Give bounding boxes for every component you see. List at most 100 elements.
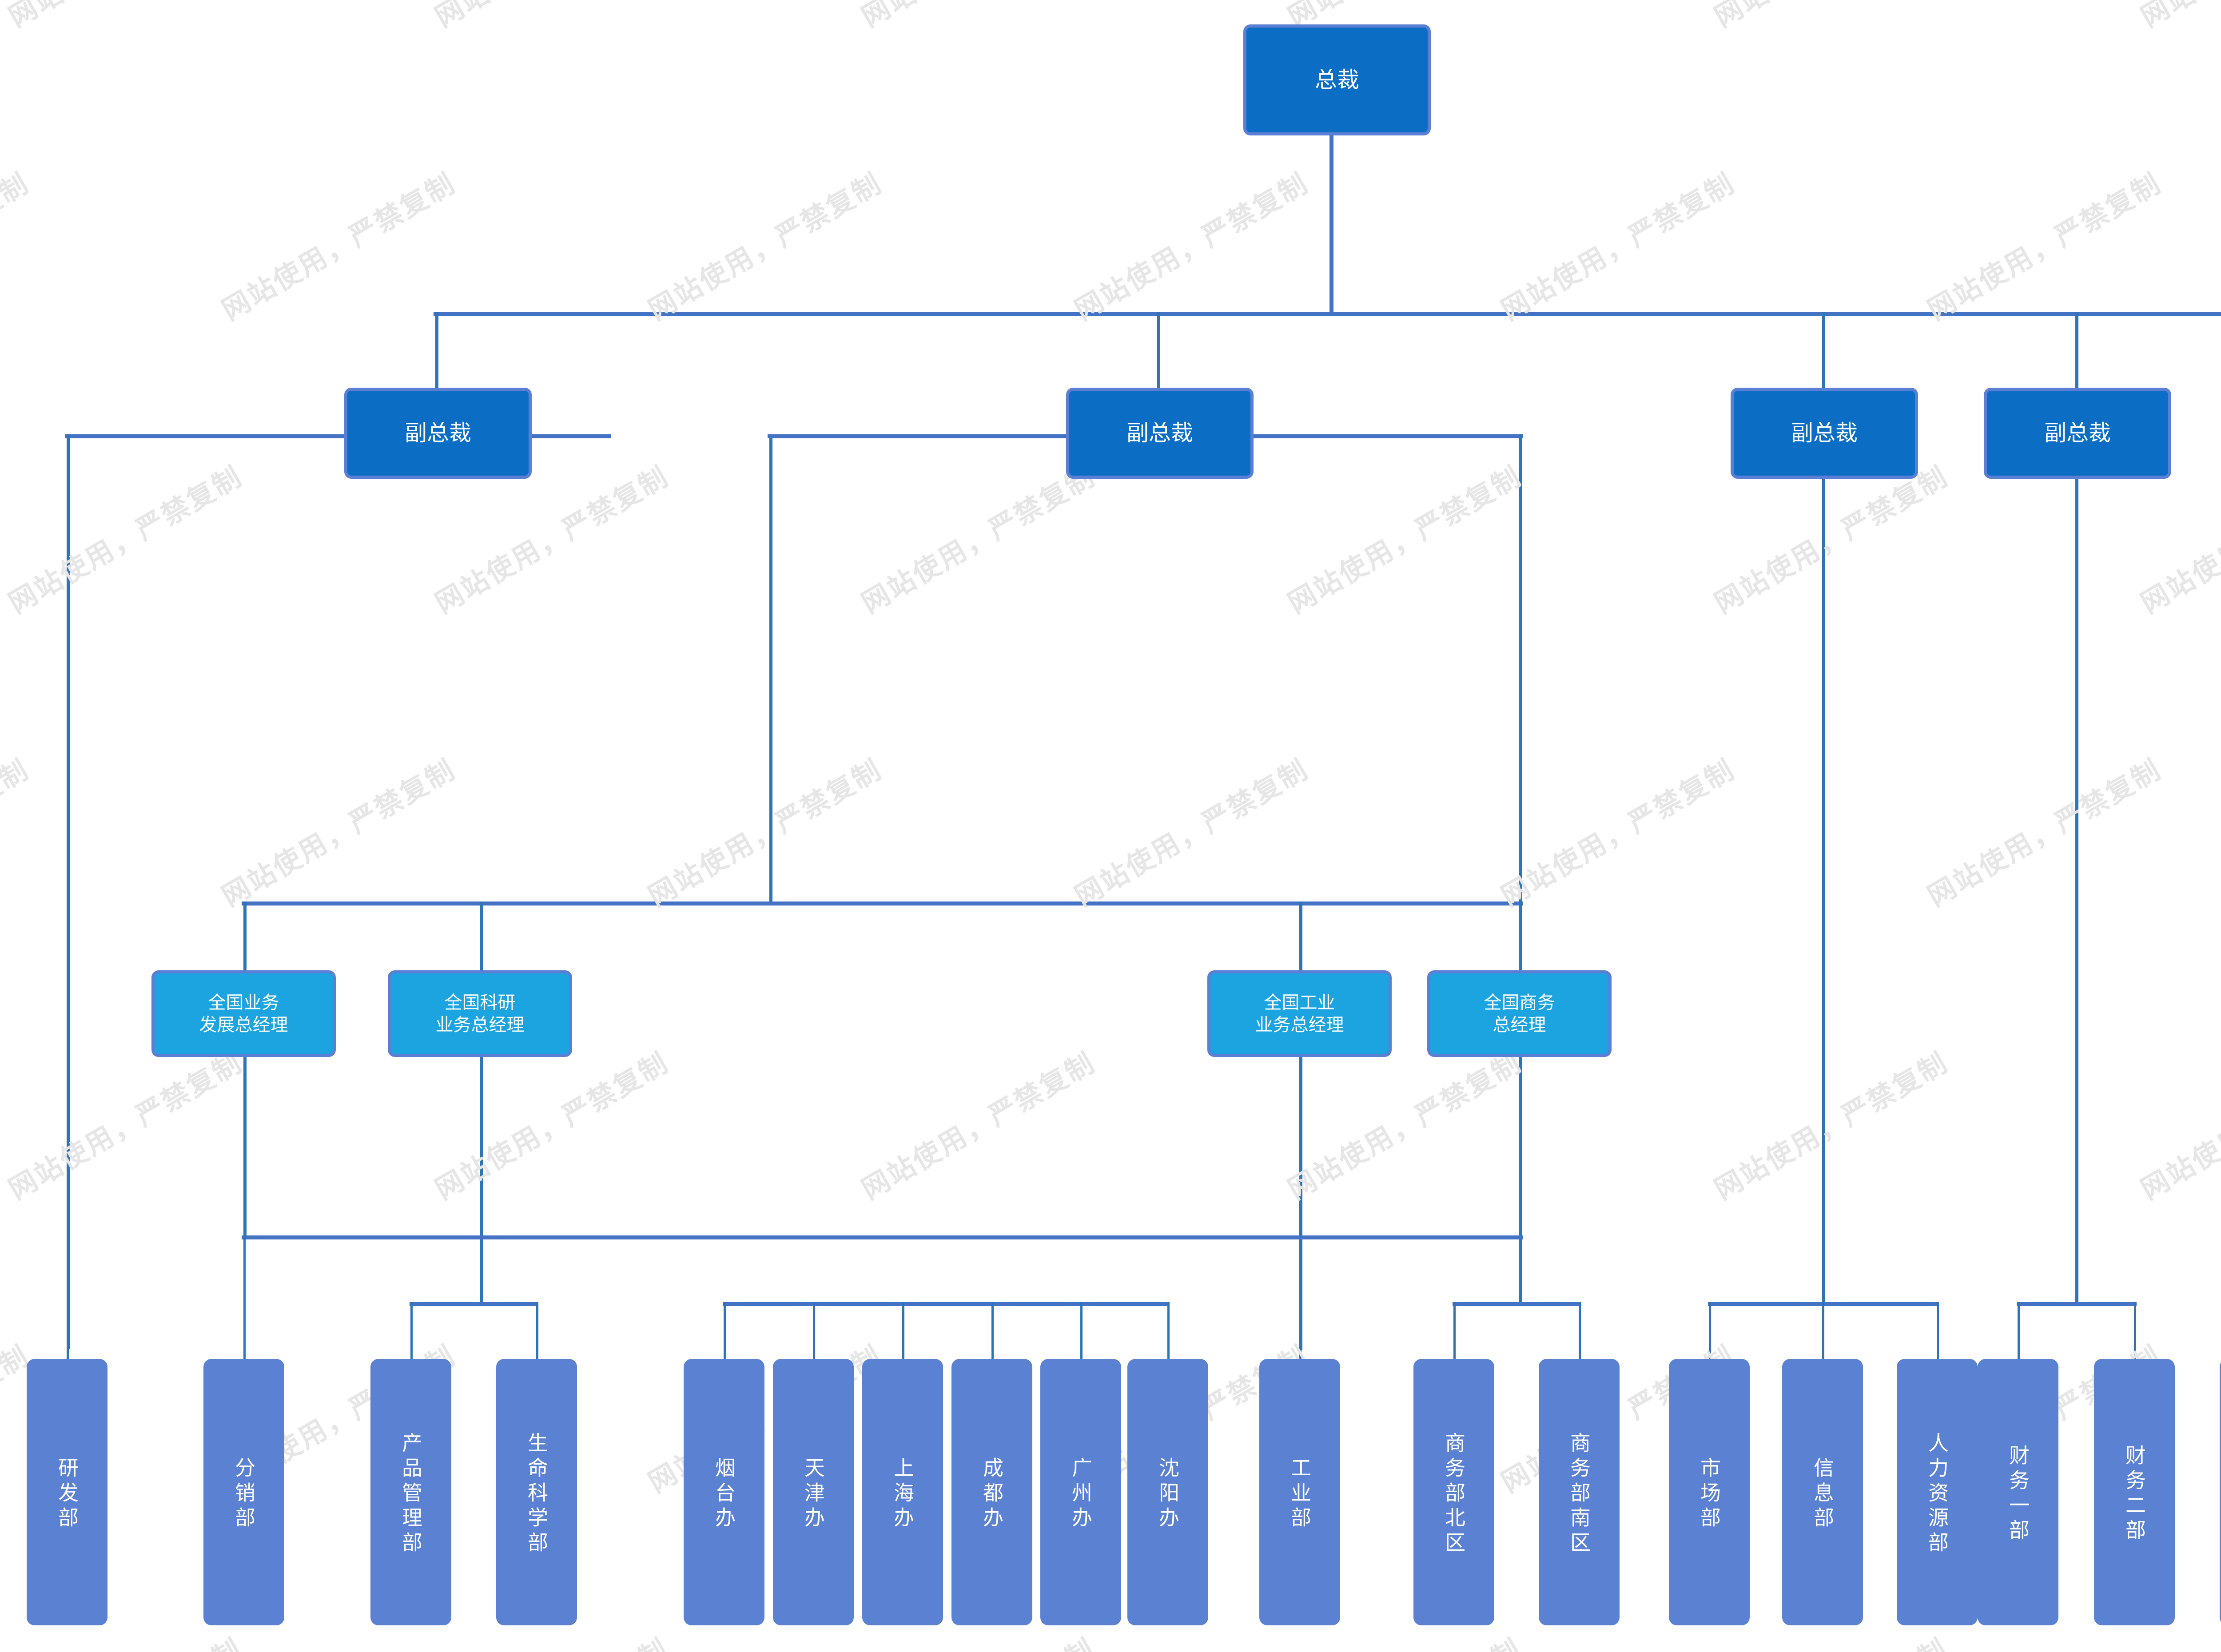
- connector-vp1-far-left: [67, 434, 70, 1349]
- connector-bridge-commerce: [1453, 1302, 1581, 1306]
- watermark-text: 网站使用，严禁复制: [0, 0, 248, 35]
- node-department-distribution[interactable]: 分销部: [203, 1359, 284, 1625]
- department-label-yantai: 烟台办: [712, 1457, 736, 1532]
- node-vice-president-3[interactable]: 副总裁: [1731, 388, 1918, 479]
- connector-vp1-inner: [769, 434, 772, 905]
- watermark-text: 网站使用，严禁复制: [856, 1046, 1101, 1206]
- connector-vp-bus: [434, 312, 2221, 316]
- connector-drop-life-science: [536, 1302, 538, 1359]
- node-mgr-commerce-line1: 全国商务: [1484, 992, 1555, 1013]
- node-department-finance-1[interactable]: 财务一部: [1978, 1359, 2058, 1625]
- connector-drop-vp4: [2075, 312, 2078, 390]
- node-department-commerce-north[interactable]: 商务部北区: [1413, 1359, 1494, 1625]
- department-label-tianjin: 天津办: [801, 1457, 825, 1532]
- node-vp3-label: 副总裁: [1791, 420, 1858, 446]
- connector-vp4-stem: [2075, 479, 2078, 1305]
- connector-drop-mgr-commerce: [1519, 901, 1522, 970]
- node-vice-president-2[interactable]: 副总裁: [1066, 388, 1254, 479]
- connector-department-bus: [242, 1235, 1523, 1239]
- watermark-text: 网站使用，严禁复制: [426, 1627, 675, 1652]
- connector-drop-mgr-research: [480, 901, 483, 970]
- node-mgr-industry-line2: 业务总经理: [1255, 1014, 1344, 1035]
- watermark-text: 网站使用，严禁复制: [3, 460, 248, 620]
- connector-manager-bus: [242, 901, 1523, 905]
- department-label-life-science: 生命科学部: [525, 1432, 549, 1557]
- node-mgr-research-line1: 全国科研: [444, 992, 516, 1013]
- node-department-commerce-south[interactable]: 商务部南区: [1539, 1359, 1620, 1625]
- node-department-finance-2[interactable]: 财务二部: [2094, 1359, 2175, 1625]
- watermark-text: 网站使用，严禁复制: [1496, 167, 1740, 327]
- connector-drop-shenyang: [1167, 1302, 1170, 1359]
- connector-president-stem: [1329, 135, 1333, 315]
- watermark-text: 网站使用，严禁复制: [853, 1627, 1101, 1652]
- node-department-office[interactable]: 办公室: [2220, 1359, 2221, 1625]
- watermark-text: 网站使用，严禁复制: [1069, 167, 1314, 327]
- watermark-text: 网站使用，严禁复制: [1709, 460, 1954, 620]
- department-label-commerce-north: 商务部北区: [1442, 1432, 1466, 1557]
- watermark-text: 网站使用，严禁复制: [2135, 460, 2221, 620]
- watermark-text: 网站使用，严禁复制: [0, 1627, 248, 1652]
- node-department-product-mgmt[interactable]: 产品管理部: [370, 1359, 451, 1625]
- node-department-life-science[interactable]: 生命科学部: [496, 1359, 577, 1625]
- department-label-finance-2: 财务二部: [2122, 1445, 2146, 1544]
- node-department-guangzhou[interactable]: 广州办: [1040, 1359, 1121, 1625]
- node-manager-national-industry[interactable]: 全国工业 业务总经理: [1207, 970, 1392, 1057]
- watermark-text: 网站使用，严禁复制: [216, 753, 461, 913]
- node-manager-national-research[interactable]: 全国科研 业务总经理: [388, 970, 572, 1057]
- watermark-text: 网站使用，严禁复制: [853, 0, 1101, 35]
- department-label-shanghai: 上海办: [891, 1457, 915, 1532]
- connector-bridge-cityoffices: [723, 1302, 1169, 1306]
- connector-drop-product-mgmt: [410, 1302, 413, 1359]
- department-label-hr: 人力资源部: [1925, 1432, 1949, 1557]
- node-department-shanghai[interactable]: 上海办: [862, 1359, 943, 1625]
- node-manager-national-business[interactable]: 全国业务 发展总经理: [151, 970, 336, 1057]
- node-department-rd[interactable]: 研发部: [27, 1359, 107, 1625]
- department-label-industry: 工业部: [1288, 1457, 1312, 1532]
- node-department-market[interactable]: 市场部: [1669, 1359, 1750, 1625]
- node-department-hr[interactable]: 人力资源部: [1897, 1359, 1978, 1625]
- connector-vp2-right: [1519, 434, 1522, 905]
- watermark-text: 网站使用，严禁复制: [643, 753, 888, 913]
- node-department-chengdu[interactable]: 成都办: [951, 1359, 1032, 1625]
- watermark-text: 网站使用，严禁复制: [2135, 1046, 2221, 1206]
- watermark-text: 网站使用，严禁复制: [2132, 1627, 2221, 1652]
- node-department-shenyang[interactable]: 沈阳办: [1127, 1359, 1208, 1625]
- node-vice-president-1[interactable]: 副总裁: [344, 388, 532, 479]
- node-department-yantai[interactable]: 烟台办: [684, 1359, 764, 1625]
- connector-drop-chengdu: [991, 1302, 994, 1359]
- node-president[interactable]: 总裁: [1243, 24, 1431, 135]
- watermark-text: 网站使用，严禁复制: [1922, 167, 2167, 327]
- watermark-text: 网站使用，严禁复制: [0, 167, 35, 327]
- node-department-information[interactable]: 信息部: [1782, 1359, 1863, 1625]
- connector-mgr-research-stem: [480, 1057, 483, 1303]
- connector-drop-shanghai: [902, 1302, 904, 1359]
- connector-mgr-commerce-stem: [1519, 1057, 1522, 1303]
- node-department-tianjin[interactable]: 天津办: [773, 1359, 854, 1625]
- connector-mgr-business-stem: [243, 1057, 247, 1237]
- connector-bridge-vp4: [2017, 1302, 2137, 1306]
- watermark-text: 网站使用，严禁复制: [430, 460, 674, 620]
- node-department-industry[interactable]: 工业部: [1259, 1359, 1340, 1625]
- connector-drop-mgr-industry: [1299, 901, 1302, 970]
- node-vice-president-4[interactable]: 副总裁: [1984, 388, 2171, 479]
- watermark-text: 网站使用，严禁复制: [1922, 753, 2167, 913]
- connector-drop-distribution: [243, 1235, 246, 1359]
- connector-drop-finance-2: [2134, 1302, 2136, 1359]
- connector-drop-industry: [1299, 1350, 1302, 1360]
- node-mgr-industry-line1: 全国工业: [1264, 992, 1335, 1013]
- node-mgr-business-line1: 全国业务: [208, 992, 279, 1013]
- department-label-commerce-south: 商务部南区: [1567, 1432, 1591, 1557]
- department-label-chengdu: 成都办: [980, 1457, 1004, 1532]
- watermark-text: 网站使用，严禁复制: [1706, 0, 1954, 35]
- watermark-text: 网站使用，严禁复制: [1282, 460, 1527, 620]
- node-manager-national-commerce[interactable]: 全国商务 总经理: [1427, 970, 1612, 1057]
- watermark-text: 网站使用，严禁复制: [426, 0, 675, 35]
- connector-drop-hr: [1937, 1302, 1939, 1359]
- connector-drop-market: [1709, 1302, 1711, 1359]
- connector-drop-vp2: [1157, 312, 1160, 390]
- department-label-product-mgmt: 产品管理部: [399, 1432, 423, 1557]
- watermark-text: 网站使用，严禁复制: [0, 753, 35, 913]
- connector-drop-vp3: [1822, 312, 1825, 390]
- department-label-information: 信息部: [1811, 1457, 1835, 1532]
- watermark-text: 网站使用，严禁复制: [3, 1046, 248, 1206]
